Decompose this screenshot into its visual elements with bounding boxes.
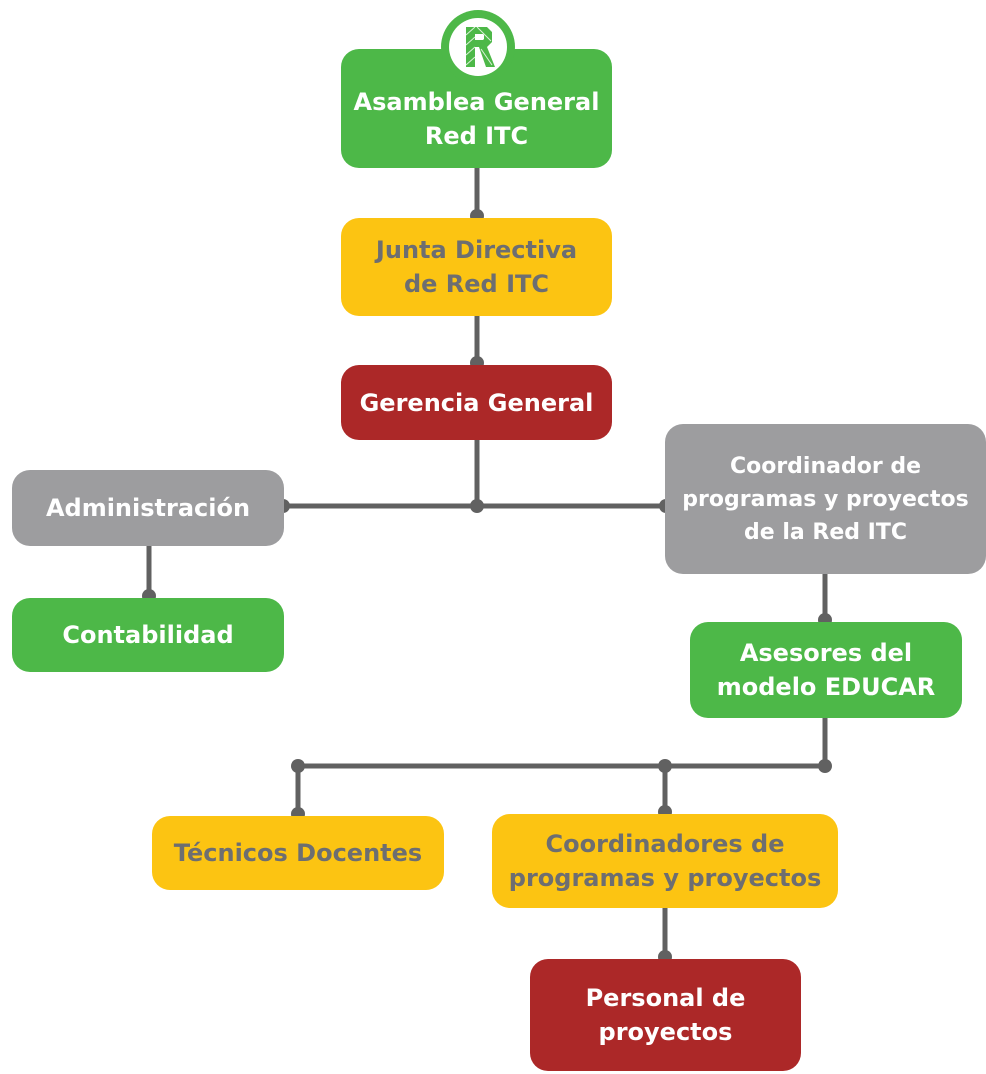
connector-dot bbox=[291, 759, 305, 773]
node-tecnicos-docentes: Técnicos Docentes bbox=[152, 816, 444, 890]
node-asamblea-general: Asamblea General Red ITC bbox=[341, 49, 612, 168]
node-administracion: Administración bbox=[12, 470, 284, 546]
node-gerencia-general: Gerencia General bbox=[341, 365, 612, 440]
node-coordinador-programas: Coordinador de programas y proyectos de … bbox=[665, 424, 986, 574]
node-contabilidad: Contabilidad bbox=[12, 598, 284, 672]
letter-r-logo-icon bbox=[441, 10, 515, 84]
connector-dot bbox=[658, 759, 672, 773]
node-asesores-educar: Asesores del modelo EDUCAR bbox=[690, 622, 962, 718]
node-coordinadores-programas: Coordinadores de programas y proyectos bbox=[492, 814, 838, 908]
connector-dot bbox=[818, 759, 832, 773]
node-junta-directiva: Junta Directiva de Red ITC bbox=[341, 218, 612, 316]
connector-dot bbox=[470, 499, 484, 513]
node-personal-proyectos: Personal de proyectos bbox=[530, 959, 801, 1071]
